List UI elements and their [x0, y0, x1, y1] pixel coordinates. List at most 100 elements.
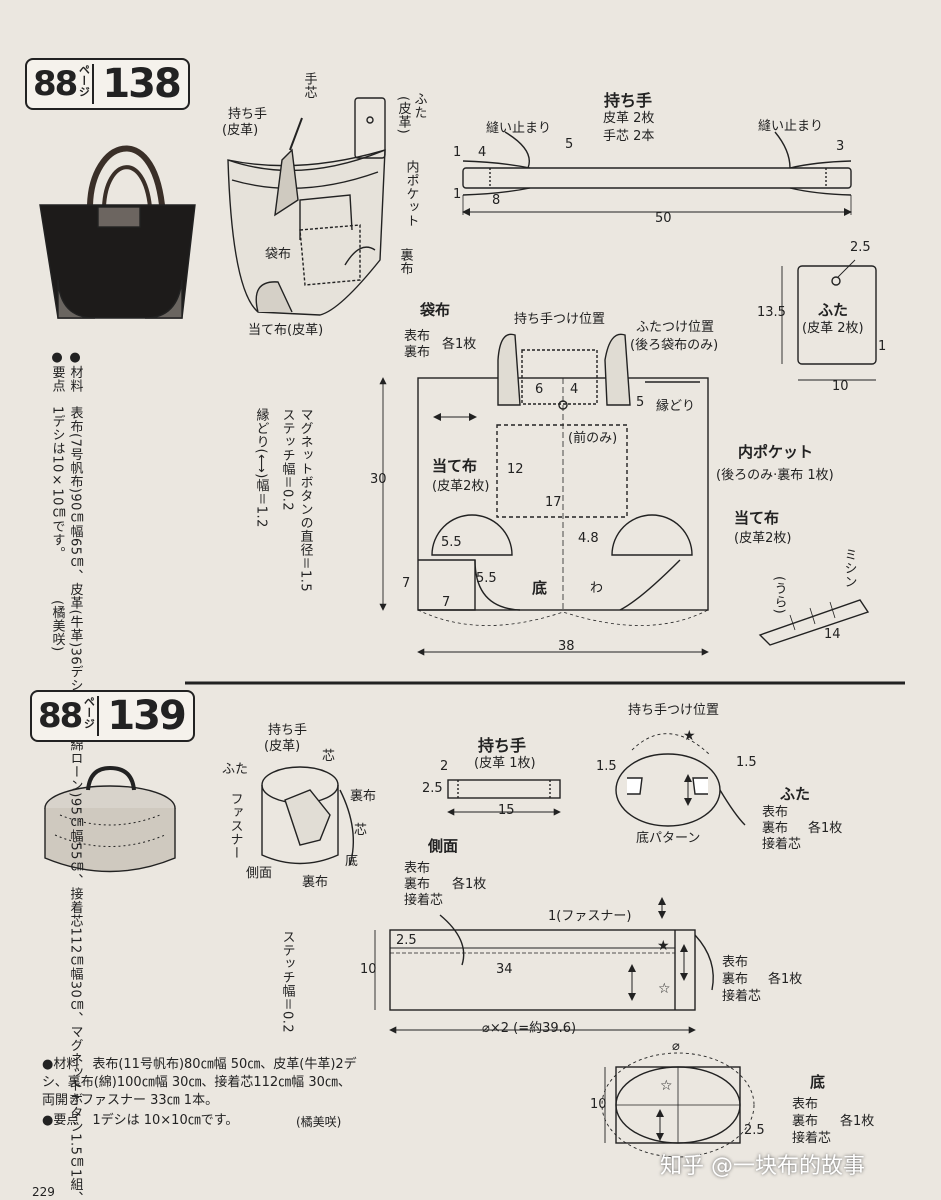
handle-spec-leather: 皮革 2枚 [603, 111, 655, 126]
side139-lining: 裏布 [404, 877, 431, 892]
bottom139-dim-25: 2.5 [744, 1123, 765, 1138]
materials-139: ●材料 表布(11号帆布)80㎝幅 50㎝、皮革(牛革)2デシ、裏布(綿)100… [42, 1057, 357, 1109]
body-patch-right: 当て布 [734, 509, 780, 527]
body-dim-7b: 7 [442, 595, 451, 610]
bottom139-outer: 表布 [792, 1097, 819, 1112]
lid139-title: ふた [780, 785, 811, 803]
handle139-dim-25: 2.5 [422, 781, 443, 796]
body-dim-4: 4 [570, 382, 579, 397]
handle-stop-left: 縫い止まり [486, 121, 552, 136]
lid139-interfacing: 接着芯 [762, 837, 802, 852]
illus-handle-label: 持ち手 [228, 107, 268, 122]
illus139-core-mid: 芯 [354, 823, 368, 838]
side139-outer: 表布 [404, 861, 431, 876]
body-patch-left: 当て布 [432, 457, 478, 475]
body-pattern [379, 333, 870, 656]
flap-spec: (皮革 2枚) [802, 321, 864, 336]
side139-count: 各1枚 [452, 877, 487, 892]
illus-lining-label: 裏布 [397, 248, 413, 275]
illus139-side: 側面 [246, 866, 273, 881]
flap-dim-25: 2.5 [850, 240, 871, 255]
body-dim-5: 5 [636, 395, 645, 410]
body-binding: 縁どり [656, 399, 696, 414]
body-dim-38: 38 [558, 639, 575, 654]
flap-title: ふた [818, 301, 849, 319]
body-outer: 表布 [404, 329, 431, 344]
lid139-handle-pos: 持ち手つけ位置 [628, 703, 720, 718]
side139-circumference: ⌀×2 (=約39.6) [482, 1021, 577, 1036]
body-dim-7a: 7 [402, 576, 411, 591]
body-dim-12: 12 [507, 462, 524, 477]
body-flap-pos-note: (後ろ袋布のみ) [630, 338, 719, 353]
handle139-dim-2: 2 [440, 759, 449, 774]
bag-construction-illustration [227, 97, 386, 316]
handle-title: 持ち手 [604, 91, 653, 110]
side139-lining-right: 裏布 [722, 972, 749, 987]
illus139-zipper: ファスナー [227, 792, 243, 860]
body-dim-55b: 5.5 [476, 571, 497, 586]
bottom139-dim-10: 10 [590, 1097, 607, 1112]
author-138: (橘美咲) [49, 600, 65, 652]
body-lining: 裏布 [404, 345, 431, 360]
handle-dim-1b: 1 [453, 187, 462, 202]
body-title: 袋布 [420, 301, 451, 319]
page-badge-138: 88 ページ 138 [25, 58, 190, 110]
side-139-pattern [374, 897, 714, 1034]
body-dim-30: 30 [370, 472, 387, 487]
illus-inner-pocket-label: 内ポケット [403, 160, 419, 228]
flap-dim-1: 1 [878, 339, 887, 354]
author-139: (橘美咲) [296, 1115, 342, 1129]
bottom139-count: 各1枚 [840, 1114, 875, 1129]
stitch-width-138: ステッチ幅＝0.2 [279, 408, 295, 512]
illus-core-label: 手芯 [301, 72, 317, 99]
side-star-outline-mark: ☆ [658, 981, 671, 997]
body-handle-pos: 持ち手つけ位置 [514, 312, 606, 327]
bottom-139-pattern [601, 1052, 755, 1158]
body-bottom: 底 [532, 579, 548, 597]
handle-dim-4: 4 [478, 145, 487, 160]
flap-pattern [781, 259, 877, 381]
handle-dim-5: 5 [565, 137, 574, 152]
page-ref: 88 [38, 696, 83, 736]
illus139-core-top: 芯 [322, 749, 336, 764]
body-dim-6: 6 [535, 382, 544, 397]
body-dim-17: 17 [545, 495, 562, 510]
illus139-bottom: 底 [345, 854, 359, 869]
lid-139-pattern [615, 733, 746, 827]
page-kana: ページ [77, 64, 95, 104]
side139-interfacing-right: 接着芯 [722, 989, 762, 1004]
lid139-count: 各1枚 [808, 821, 843, 836]
lid139-dim-15a: 1.5 [596, 759, 617, 774]
illus139-handle: 持ち手 [268, 723, 308, 738]
bottom139-interfacing: 接着芯 [792, 1131, 832, 1146]
illus-bag-cloth-label: 袋布 [265, 247, 292, 262]
bottom139-lining: 裏布 [792, 1114, 819, 1129]
handle-dim-8: 8 [492, 193, 501, 208]
illus-flap-label: ふた [411, 92, 427, 119]
points-138: ●要点 1デシは10×10㎝です。 [49, 350, 65, 560]
binding-width: 縁どり(⟷)幅＝1.2 [253, 408, 269, 528]
side139-dim-10: 10 [360, 962, 377, 977]
lid139-outer: 表布 [762, 805, 789, 820]
bottom139-title: 底 [810, 1073, 826, 1091]
illus139-lining-bottom: 裏布 [302, 875, 329, 890]
body-dim-55a: 5.5 [441, 535, 462, 550]
side139-outer-right: 表布 [722, 955, 749, 970]
side-star-mark: ★ [657, 938, 670, 954]
side139-zipper: 1(ファスナー) [548, 909, 632, 924]
flap-dim-10: 10 [832, 379, 849, 394]
handle139-spec: (皮革 1枚) [474, 756, 536, 771]
illus-patch-label: 当て布(皮革) [248, 323, 324, 338]
body-dim-48: 4.8 [578, 531, 599, 546]
page-kana: ページ [82, 696, 100, 736]
body-inner-pocket: 内ポケット [738, 443, 814, 461]
flap-dim-135: 13.5 [757, 305, 786, 320]
side139-dim-25: 2.5 [396, 933, 417, 948]
handle139-dim-15: 15 [498, 803, 515, 818]
side139-dim-34: 34 [496, 962, 513, 977]
lid-star-mark: ★ [683, 728, 696, 744]
tote-bag-illustration [39, 145, 196, 319]
body-patch-left-spec: (皮革2枚) [432, 479, 490, 494]
